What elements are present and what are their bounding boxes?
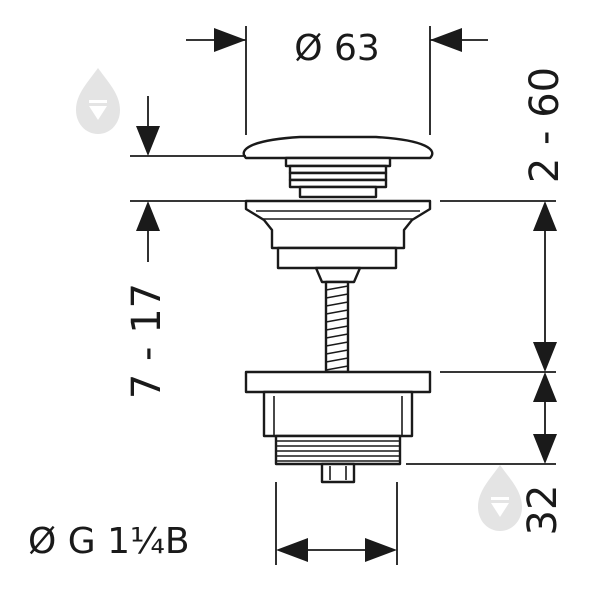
- dim-thread-label: Ø G 1¼B: [28, 521, 190, 562]
- dim-body-height: [533, 372, 557, 464]
- flange-collar: [276, 246, 398, 270]
- body-tube: [262, 390, 414, 438]
- dim-height-range: [130, 200, 246, 262]
- body-thread-lines: [276, 440, 400, 462]
- drain-cap: [242, 135, 434, 160]
- dim-top-diameter-label: Ø 63: [294, 28, 380, 69]
- stem-connector: [314, 266, 362, 284]
- drain-flange: [244, 199, 432, 250]
- cap-thread-rings: [288, 164, 388, 199]
- dim-thread: [275, 482, 398, 565]
- watermark-logo-bottom-right: [478, 465, 522, 531]
- watermark-logo-top-left: [76, 68, 120, 134]
- dim-height-range-label: 7 - 17: [124, 283, 170, 399]
- dim-top-diameter: [186, 26, 488, 135]
- bottom-pin: [320, 462, 356, 484]
- dim-left-upper: [130, 96, 246, 157]
- dim-body-height-label: 32: [520, 485, 566, 536]
- rod-threads: [325, 285, 349, 371]
- body-plate: [244, 370, 432, 394]
- dim-right-upper: [533, 201, 557, 372]
- dim-stroke-range-label: 2 - 60: [522, 67, 568, 183]
